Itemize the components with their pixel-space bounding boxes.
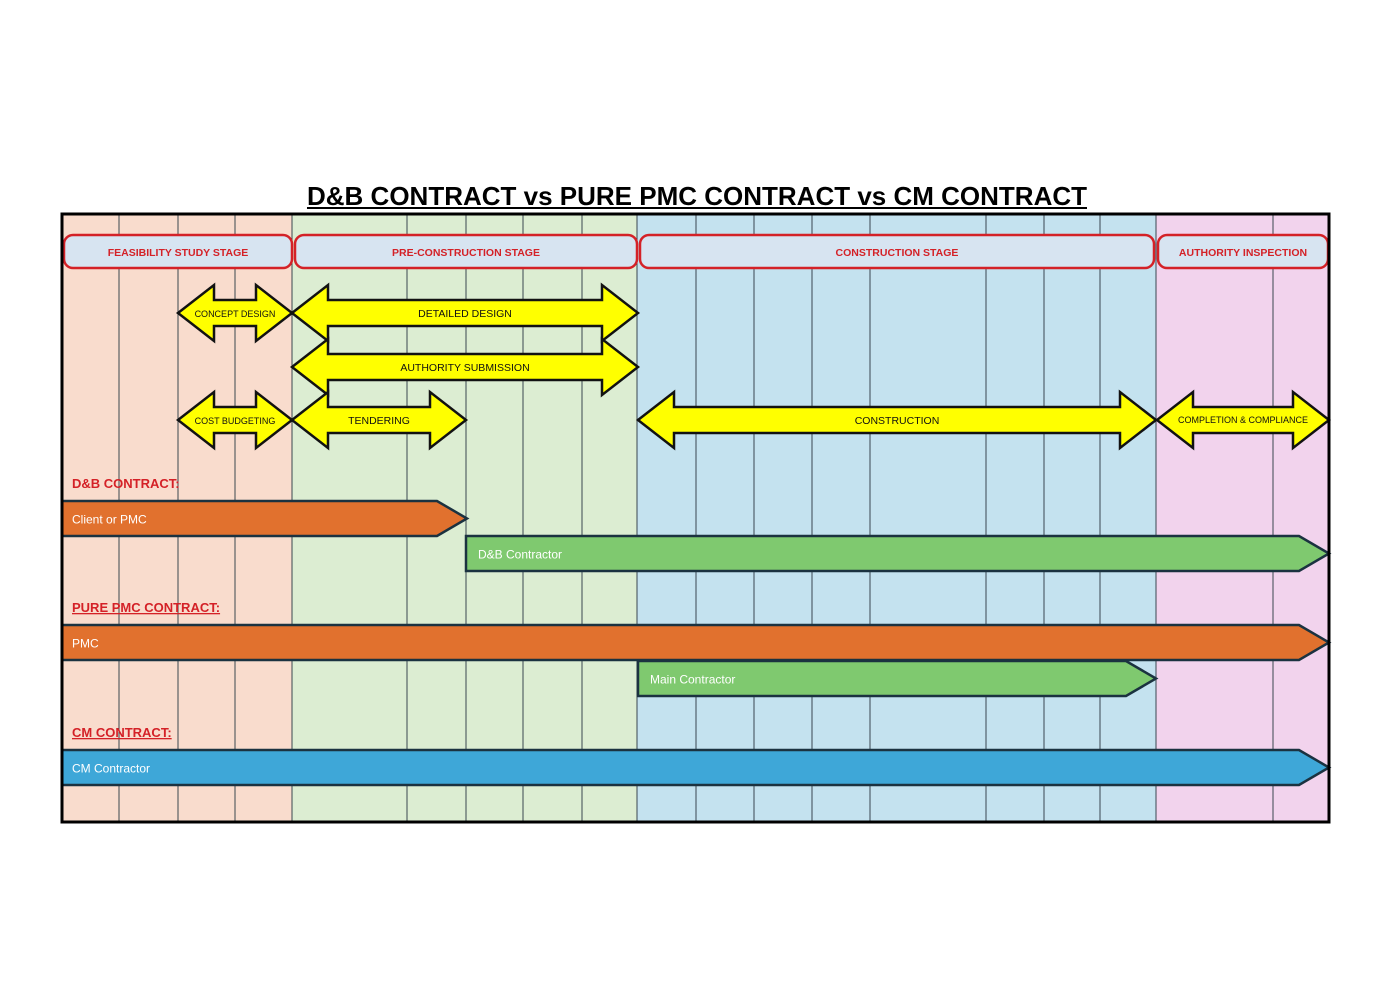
stage-header-pill [293, 233, 639, 270]
bar-shape [60, 748, 1332, 787]
stage-header-pill [638, 233, 1156, 270]
contract-label-pure-pmc: PURE PMC CONTRACT: [72, 600, 220, 615]
diagram-border [60, 212, 1331, 824]
activity-label: TENDERING [348, 415, 410, 427]
page-title: D&B CONTRACT vs PURE PMC CONTRACT vs CM … [306, 181, 1087, 211]
contract-label-dnb: D&B CONTRACT: [72, 476, 180, 491]
stage-header-feasibility: FEASIBILITY STUDY STAGE [62, 233, 294, 270]
double-arrow-shape [289, 389, 469, 451]
stage-header-label: AUTHORITY INSPECTION [1179, 247, 1307, 259]
bar-client-or-pmc: Client or PMC [60, 499, 470, 538]
activity-label: COST BUDGETING [195, 416, 276, 426]
stage-header-construction: CONSTRUCTION STAGE [638, 233, 1156, 270]
stage-header-label: PRE-CONSTRUCTION STAGE [392, 247, 540, 259]
double-arrow-shape [289, 282, 641, 344]
activity-label: DETAILED DESIGN [418, 308, 512, 320]
bar-pmc: PMC [60, 623, 1332, 662]
bar-shape [636, 659, 1159, 698]
activity-label: COMPLETION & COMPLIANCE [1178, 415, 1308, 425]
stage-header-pill [62, 233, 294, 270]
bar-label: Main Contractor [650, 673, 735, 687]
bar-shape [464, 534, 1332, 573]
bar-dnb-contractor: D&B Contractor [464, 534, 1332, 573]
activity-label: CONCEPT DESIGN [195, 309, 276, 319]
stage-column-authority [1156, 214, 1329, 822]
bar-main-contractor: Main Contractor [636, 659, 1159, 698]
stage-header-authority: AUTHORITY INSPECTION [1156, 233, 1330, 270]
stage-header-label: CONSTRUCTION STAGE [836, 247, 959, 259]
bar-label: D&B Contractor [478, 548, 562, 562]
stage-column-construction [637, 214, 1156, 822]
stage-header-preconstruction: PRE-CONSTRUCTION STAGE [293, 233, 639, 270]
bar-label: PMC [72, 637, 99, 651]
bar-label: Client or PMC [72, 513, 147, 527]
activity-arrow-detailed-design: DETAILED DESIGN [289, 282, 641, 344]
activity-arrow-tendering: TENDERING [289, 389, 469, 451]
stage-header-label: FEASIBILITY STUDY STAGE [108, 247, 249, 259]
bar-cm-contractor: CM Contractor [60, 748, 1332, 787]
double-arrow-shape [289, 336, 641, 398]
bar-shape [60, 623, 1332, 662]
bar-label: CM Contractor [72, 762, 150, 776]
activity-label: CONSTRUCTION [855, 415, 940, 427]
activity-label: AUTHORITY SUBMISSION [400, 362, 529, 374]
activity-arrow-authority-submission: AUTHORITY SUBMISSION [289, 336, 641, 398]
contract-label-cm: CM CONTRACT: [72, 725, 172, 740]
